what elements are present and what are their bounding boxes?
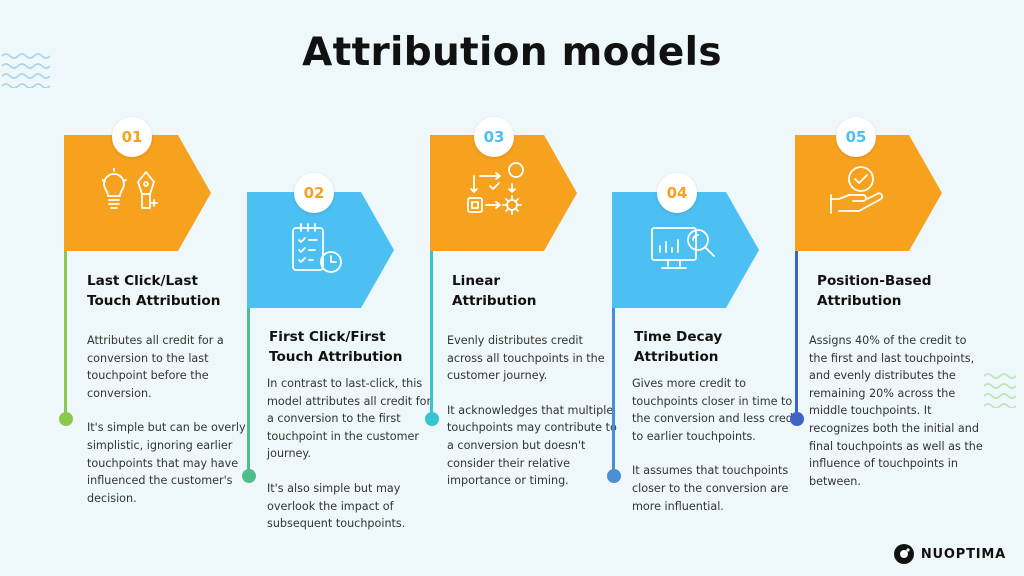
- flag-pole-dot: [425, 412, 439, 426]
- model-description: Attributes all credit for a conversion t…: [87, 332, 257, 507]
- flag-pole: [612, 192, 615, 476]
- workflow-icon: [467, 162, 524, 215]
- flag-banner: [795, 135, 942, 251]
- model-heading: Linear Attribution: [452, 273, 537, 309]
- brand-name: NUOPTIMA: [920, 546, 1006, 562]
- step-number-badge: 05: [836, 117, 876, 157]
- model-heading: Position-Based Attribution: [817, 273, 932, 309]
- description-paragraph: It assumes that touchpoints closer to th…: [632, 464, 789, 513]
- wave-decoration-right: [983, 373, 1017, 408]
- flag-banner: [612, 192, 759, 308]
- clipboard-checklist-clock-icon: [292, 223, 342, 273]
- wave-decoration-left: [1, 53, 51, 88]
- flag-pole-dot: [59, 412, 73, 426]
- description-paragraph: It's simple but can be overly simplistic…: [87, 421, 246, 505]
- flag-banner: [64, 135, 211, 251]
- flag-pole-dot: [790, 412, 804, 426]
- step-number-badge: 04: [657, 173, 697, 213]
- flag-pole: [430, 135, 433, 421]
- flag-pole: [247, 192, 250, 476]
- model-description: Gives more credit to touchpoints closer …: [632, 375, 802, 515]
- model-heading: First Click/First Touch Attribution: [269, 329, 403, 365]
- flag-pole: [795, 135, 798, 421]
- model-description: Assigns 40% of the credit to the first a…: [809, 332, 983, 490]
- description-paragraph: Assigns 40% of the credit to the first a…: [809, 334, 983, 488]
- model-heading: Time Decay Attribution: [634, 329, 723, 365]
- flag-banner: [430, 135, 577, 251]
- step-number-badge: 03: [474, 117, 514, 157]
- description-paragraph: It acknowledges that multiple touchpoint…: [447, 403, 617, 488]
- hand-check-icon: [830, 166, 884, 214]
- step-number-badge: 01: [112, 117, 152, 157]
- description-paragraph: Evenly distributes credit across all tou…: [447, 334, 605, 383]
- model-description: In contrast to last-click, this model at…: [267, 375, 437, 533]
- description-paragraph: In contrast to last-click, this model at…: [267, 377, 432, 461]
- description-paragraph: Attributes all credit for a conversion t…: [87, 334, 224, 400]
- description-paragraph: Gives more credit to touchpoints closer …: [632, 377, 801, 443]
- page-title: Attribution models: [302, 30, 722, 75]
- model-heading: Last Click/Last Touch Attribution: [87, 273, 221, 309]
- brand-logo-icon: [893, 544, 914, 564]
- flag-banner: [247, 192, 394, 308]
- flag-pole-dot: [607, 469, 621, 483]
- analytics-monitor-icon: [651, 227, 715, 269]
- brand-logo: NUOPTIMA: [893, 543, 1006, 565]
- step-number-badge: 02: [294, 173, 334, 213]
- flag-pole: [64, 135, 67, 421]
- model-description: Evenly distributes credit across all tou…: [447, 332, 617, 490]
- lightbulb-pen-icon: [102, 168, 158, 209]
- description-paragraph: It's also simple but may overlook the im…: [267, 481, 406, 531]
- flag-pole-dot: [242, 469, 256, 483]
